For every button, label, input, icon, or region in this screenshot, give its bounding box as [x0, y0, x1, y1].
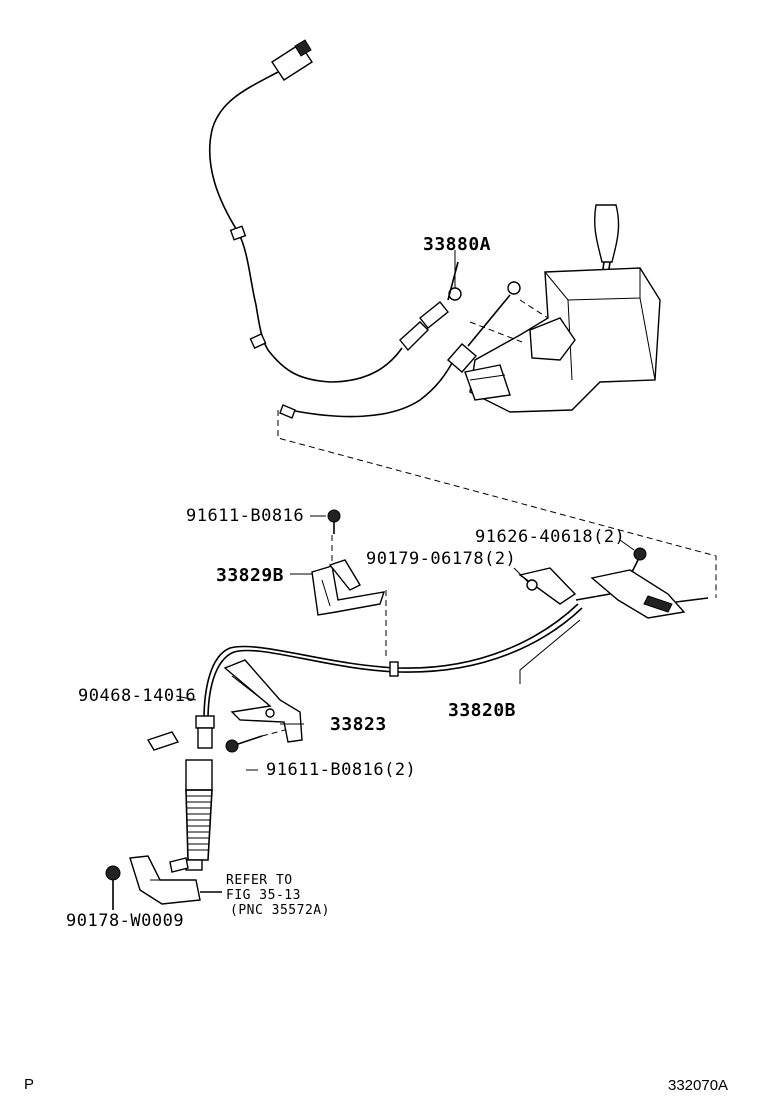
- label-91611-b0816-2: 91611-B0816(2): [266, 760, 416, 780]
- page-marker: P: [24, 1076, 34, 1093]
- label-90179-06178: 90179-06178(2): [366, 549, 516, 569]
- label-91626-40618: 91626-40618(2): [475, 527, 625, 547]
- label-91611-b0816: 91611-B0816: [186, 506, 304, 526]
- upper-cable-33880a: [208, 39, 549, 419]
- connector-dashes-upper: [277, 410, 717, 598]
- bracket-33823: [223, 659, 303, 743]
- figure-code: 332070A: [668, 1077, 728, 1094]
- cable-boot-end: [129, 715, 222, 905]
- clip-90468-14016: [146, 731, 180, 751]
- label-33823: 33823: [330, 714, 387, 735]
- label-33820b: 33820B: [448, 700, 516, 721]
- bolt-91611-b0816-top: [327, 509, 341, 534]
- label-33880a: 33880A: [423, 234, 491, 255]
- refer-line-1: REFER TO: [226, 873, 293, 888]
- nut-90178-w0009: [105, 865, 121, 910]
- label-90178-w0009: 90178-W0009: [66, 911, 184, 931]
- main-cable-33820b: [203, 547, 709, 721]
- refer-line-3: (PNC 35572A): [230, 903, 330, 918]
- bolt-91611-b0816-2: [225, 729, 286, 753]
- label-33829b: 33829B: [216, 565, 284, 586]
- shift-lever-housing: [464, 204, 661, 413]
- refer-line-2: FIG 35-13: [226, 888, 301, 903]
- label-90468-14016: 90468-14016: [78, 686, 196, 706]
- leader-lines: [175, 250, 635, 771]
- bracket-33829b: [311, 535, 386, 616]
